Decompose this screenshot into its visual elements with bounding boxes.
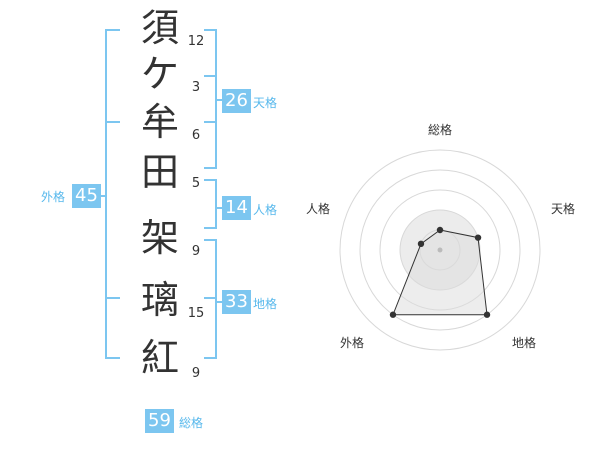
radar-polygon (392, 229, 488, 316)
jinkaku-label: 人格 (253, 203, 278, 217)
radar-ring (359, 169, 521, 331)
stroke-count: 12 (187, 34, 205, 49)
stroke-count: 9 (191, 244, 201, 259)
radar-label-gaikaku: 外格 (339, 336, 364, 350)
name-char: 須 (140, 6, 179, 50)
radar-point-chikaku (483, 311, 491, 318)
stroke-count: 9 (191, 366, 201, 381)
chikaku-value: 33 (222, 290, 251, 314)
radar-center (437, 247, 443, 253)
jinkaku-bracket (204, 179, 217, 229)
soukaku-label: 総格 (179, 416, 204, 430)
radar-label-soukaku: 総格 (427, 123, 452, 137)
radar-point-gaikaku (389, 311, 397, 318)
tenkaku-label: 天格 (253, 96, 278, 110)
gaikaku-label: 外格 (41, 190, 66, 204)
name-char: 田 (140, 150, 179, 194)
stroke-count: 3 (191, 80, 201, 95)
name-char: 架 (140, 216, 179, 260)
radar-point-soukaku (436, 226, 444, 234)
name-char: 紅 (140, 336, 179, 380)
gaikaku-value: 45 (72, 184, 101, 208)
name-char: 牟 (140, 100, 179, 144)
name-char: ケ (140, 52, 179, 96)
stroke-count: 6 (191, 128, 201, 143)
radar-point-tenkaku (474, 234, 482, 241)
radar-point-jinkaku (417, 240, 425, 248)
jinkaku-value: 14 (222, 196, 251, 220)
radar-label-chikaku: 地格 (511, 336, 536, 350)
stroke-count: 15 (187, 306, 205, 321)
stroke-count: 5 (191, 176, 201, 191)
radar-label-jinkaku: 人格 (305, 202, 330, 216)
gaikaku-bracket (105, 29, 120, 359)
radar-label-tenkaku: 天格 (550, 202, 575, 216)
name-char: 璃 (140, 278, 179, 322)
soukaku-value: 59 (145, 409, 174, 433)
chikaku-label: 地格 (253, 297, 278, 311)
tenkaku-value: 26 (222, 89, 251, 113)
radar-ring (339, 149, 541, 351)
